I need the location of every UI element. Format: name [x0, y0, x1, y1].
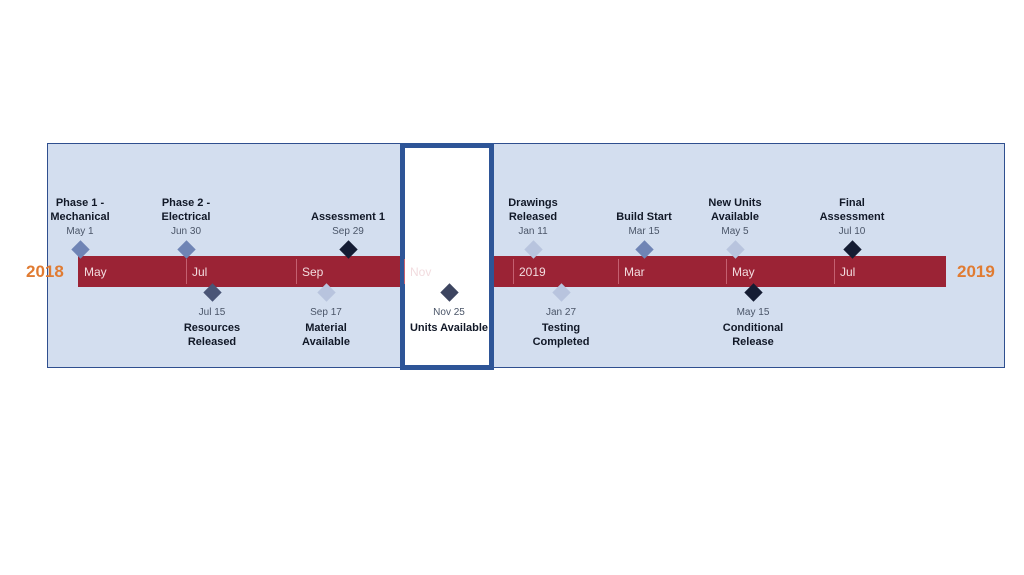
timeline-band: [78, 256, 946, 287]
phase-2-electrical-label: Phase 2 - Electrical: [161, 197, 211, 223]
month-tick: [186, 259, 187, 284]
month-tick: [834, 259, 835, 284]
month-label: 2019: [519, 265, 546, 279]
testing-completed-date: Jan 27: [545, 307, 577, 318]
month-label: Jul: [840, 265, 856, 279]
assessment-1-date: Sep 29: [332, 226, 364, 237]
month-tick: [618, 259, 619, 284]
material-available-label: Material Available: [302, 322, 350, 348]
month-label: Sep: [302, 265, 324, 279]
end-year: 2019: [957, 262, 995, 281]
assessment-1-label: Assessment 1: [311, 211, 385, 223]
month-label: May: [84, 265, 107, 279]
final-assessment-date: Jul 10: [838, 226, 866, 237]
month-tick: [726, 259, 727, 284]
new-units-available-label: New Units Available: [708, 197, 762, 223]
month-label: Jul: [192, 265, 208, 279]
focus-window[interactable]: [400, 143, 494, 370]
build-start-label: Build Start: [616, 211, 672, 223]
conditional-release-label: Conditional Release: [722, 322, 784, 348]
build-start-date: Mar 15: [628, 226, 660, 237]
month-label: Mar: [624, 265, 645, 279]
testing-completed-label: Testing Completed: [532, 322, 590, 348]
month-tick: [513, 259, 514, 284]
timeline-panel: [47, 143, 1005, 368]
phase-2-electrical-date: Jun 30: [170, 226, 202, 237]
month-label: May: [732, 265, 755, 279]
start-year: 2018: [26, 262, 64, 281]
month-label: Nov: [410, 265, 432, 279]
units-available-label: Units Available: [409, 322, 489, 334]
material-available-date: Sep 17: [310, 307, 342, 318]
drawings-released-label: Drawings Released: [508, 197, 558, 223]
phase-1-mechanical-label: Phase 1 - Mechanical: [50, 197, 110, 223]
resources-released-label: Resources Released: [183, 322, 241, 348]
new-units-available-date: May 5: [721, 226, 749, 237]
units-available-date: Nov 25: [433, 307, 465, 318]
final-assessment-label: Final Assessment: [819, 197, 885, 223]
conditional-release-date: May 15: [736, 307, 770, 318]
drawings-released-date: Jan 11: [518, 226, 548, 237]
resources-released-date: Jul 15: [198, 307, 226, 318]
month-tick: [404, 259, 405, 284]
phase-1-mechanical-date: May 1: [66, 226, 94, 237]
month-tick: [296, 259, 297, 284]
